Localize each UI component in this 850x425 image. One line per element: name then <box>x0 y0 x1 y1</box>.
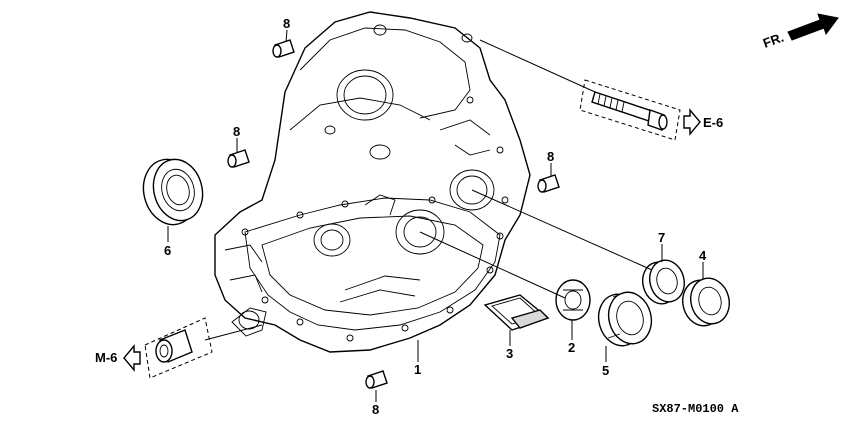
ref-m6[interactable]: M-6 <box>95 344 141 372</box>
ref-e6-label: E-6 <box>703 115 723 130</box>
callout-3: 3 <box>506 346 513 361</box>
callout-4: 4 <box>699 248 707 263</box>
roller-bearing-5[interactable] <box>593 287 657 350</box>
bearing-7[interactable] <box>638 256 689 307</box>
clutch-housing[interactable] <box>214 11 531 353</box>
bearing-4[interactable] <box>678 274 735 330</box>
right-arrow-icon <box>683 108 701 136</box>
dowel-pin-top[interactable] <box>272 39 295 58</box>
front-direction-indicator: FR. <box>761 13 839 51</box>
dowel-pin-left[interactable] <box>227 149 250 168</box>
callout-8-left: 8 <box>233 124 240 139</box>
seal-group-m6[interactable] <box>144 317 213 379</box>
callout-8-right: 8 <box>547 149 554 164</box>
callout-8-bottom: 8 <box>372 402 379 417</box>
callout-7: 7 <box>658 230 665 245</box>
callout-1: 1 <box>414 362 421 377</box>
bolt-group-e6[interactable] <box>579 79 681 141</box>
callout-6: 6 <box>164 243 171 258</box>
shim-plate-2[interactable] <box>555 279 591 321</box>
left-arrow-icon <box>123 344 141 372</box>
callout-8-top: 8 <box>283 16 290 31</box>
diagram-code: SX87-M0100 A <box>652 402 739 416</box>
direction-label: FR. <box>761 30 786 51</box>
callout-5: 5 <box>602 363 609 378</box>
ref-m6-label: M-6 <box>95 350 117 365</box>
leader-lines <box>167 29 704 402</box>
oil-seal-6[interactable] <box>136 153 209 230</box>
dowel-pin-right[interactable] <box>537 174 560 193</box>
direction-arrow-icon <box>787 13 839 41</box>
callout-2: 2 <box>568 340 575 355</box>
dowel-pin-bottom[interactable] <box>365 370 388 389</box>
ref-e6[interactable]: E-6 <box>683 108 723 136</box>
oil-gutter-3[interactable] <box>483 294 550 331</box>
